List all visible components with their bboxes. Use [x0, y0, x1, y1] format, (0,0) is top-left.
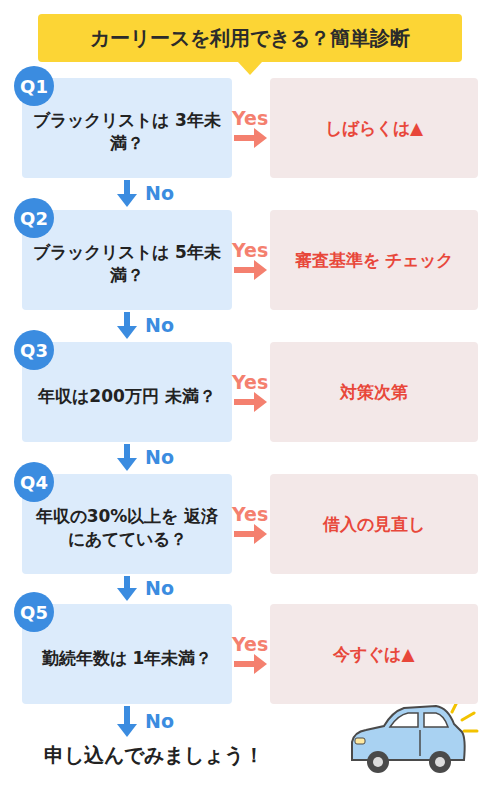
question-text: ブラックリストは 3年未満？: [32, 109, 222, 155]
arrow-shaft: [234, 531, 256, 537]
arrow-shaft: [234, 267, 256, 273]
question-number-badge: Q1: [14, 66, 54, 106]
arrow-shaft: [124, 706, 130, 726]
no-arrow: [117, 444, 137, 471]
yes-label: Yes: [232, 241, 268, 260]
arrow-head: [117, 724, 137, 737]
no-arrow: [117, 576, 137, 601]
arrow-head: [254, 654, 267, 674]
arrow-shaft: [124, 444, 130, 460]
arrow-shaft: [124, 312, 130, 328]
result-box: 借入の見直し: [270, 474, 478, 574]
result-box: 対策次第: [270, 342, 478, 442]
question-text: ブラックリストは 5年未満？: [32, 241, 222, 287]
yes-label: Yes: [232, 373, 268, 392]
question-number-badge: Q4: [14, 462, 54, 502]
question-box: Q5勤続年数は 1年未満？: [22, 604, 232, 704]
result-text: 対策次第: [340, 381, 408, 404]
question-text: 勤続年数は 1年未満？: [42, 647, 213, 670]
result-text: 今すぐは▲: [333, 643, 414, 666]
arrow-head: [254, 128, 267, 148]
yes-arrow: [234, 524, 267, 544]
yes-arrow: [234, 260, 267, 280]
question-number-badge: Q3: [14, 330, 54, 370]
no-arrow: [117, 180, 137, 207]
arrow-shaft: [234, 661, 256, 667]
question-text: 年収は200万円 未満？: [38, 385, 215, 408]
yes-label: Yes: [232, 505, 268, 524]
title-banner: [38, 14, 462, 62]
arrow-shaft: [234, 135, 256, 141]
arrow-head: [254, 392, 267, 412]
result-box: しばらくは▲: [270, 78, 478, 178]
result-text: 審査基準を チェック: [295, 249, 454, 272]
conclusion-text: 申し込んでみましょう！: [44, 742, 264, 769]
yes-label: Yes: [232, 109, 268, 128]
question-text: 年収の30%以上を 返済にあてている？: [32, 505, 222, 551]
no-arrow: [117, 706, 137, 737]
arrow-shaft: [234, 399, 256, 405]
yes-arrow: [234, 392, 267, 412]
no-label: No: [145, 184, 174, 203]
yes-label: Yes: [232, 635, 268, 654]
car-illustration: [352, 700, 477, 773]
result-box: 審査基準を チェック: [270, 210, 478, 310]
question-number-badge: Q5: [14, 592, 54, 632]
arrow-shaft: [124, 180, 130, 196]
yes-arrow: [234, 654, 267, 674]
arrow-shaft: [124, 576, 130, 590]
question-number-badge: Q2: [14, 198, 54, 238]
no-label: No: [145, 448, 174, 467]
no-label: No: [145, 712, 174, 731]
no-label: No: [145, 579, 174, 598]
arrow-head: [254, 260, 267, 280]
no-label: No: [145, 316, 174, 335]
question-box: Q2ブラックリストは 5年未満？: [22, 210, 232, 310]
banner-pointer: [238, 62, 262, 75]
result-box: 今すぐは▲: [270, 604, 478, 704]
no-arrow: [117, 312, 137, 339]
question-box: Q4年収の30%以上を 返済にあてている？: [22, 474, 232, 574]
arrow-head: [254, 524, 267, 544]
result-text: 借入の見直し: [323, 513, 425, 536]
yes-arrow: [234, 128, 267, 148]
arrow-head: [117, 458, 137, 471]
question-box: Q3年収は200万円 未満？: [22, 342, 232, 442]
arrow-head: [117, 194, 137, 207]
title-text: カーリースを利用できる？簡単診断: [38, 14, 462, 62]
arrow-head: [117, 326, 137, 339]
question-box: Q1ブラックリストは 3年未満？: [22, 78, 232, 178]
result-text: しばらくは▲: [325, 117, 423, 140]
conclusion-text-node: 申し込んでみましょう！: [40, 740, 268, 771]
arrow-head: [117, 588, 137, 601]
